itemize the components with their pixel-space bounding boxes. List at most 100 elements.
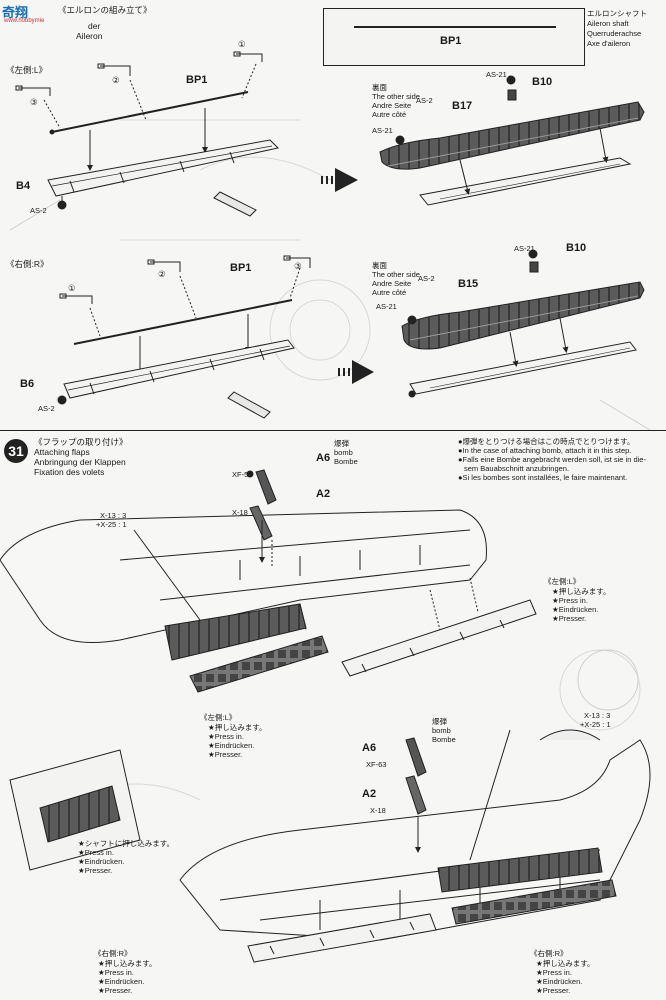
bomb-note-de1: ●Falls eine Bombe angebracht werden soll… [458, 455, 646, 464]
part-b10-lower: B10 [566, 242, 587, 254]
press-br-jp: ★押し込みます。 [536, 959, 595, 968]
shaft-fr: Axe d'aileron [587, 39, 631, 48]
aileron-right-assembly [57, 255, 311, 419]
press-bl-fr: ★Presser. [98, 986, 133, 995]
aileron-lower-b15 [401, 249, 645, 398]
press-rt-de: ★Eindrücken. [552, 605, 599, 614]
other-side-fr-2: Autre côté [372, 288, 407, 297]
part-b4: B4 [16, 180, 31, 192]
part-a2-upper: A2 [316, 488, 331, 500]
other-side-fr: Autre côté [372, 110, 407, 119]
shaft-jp: エルロンシャフト [587, 9, 647, 18]
part-bp1-right: BP1 [230, 262, 252, 274]
bomb-note-fr: ●Si les bombes sont installées, le faire… [458, 473, 628, 482]
press-rt-fr: ★Presser. [552, 614, 587, 623]
paint-x18-upper: X-18 [232, 508, 248, 517]
press-lm-side: 《左側:L》 [200, 713, 237, 722]
shaft-part-bp1: BP1 [440, 35, 462, 47]
pin-1-right: ① [68, 283, 76, 293]
screw-as21-lr2: AS-21 [514, 244, 535, 253]
paint-mix-lower-2: +X-25 : 1 [580, 720, 611, 729]
press-lm-jp: ★押し込みます。 [208, 723, 267, 732]
press-br-en: ★Press in. [536, 968, 572, 977]
press-shaft-de: ★Eindrücken. [78, 857, 125, 866]
paint-mix-upper-1: X-13 : 3 [100, 511, 127, 520]
press-rt-side: 《左側:L》 [544, 577, 581, 586]
step-divider [0, 430, 666, 431]
section-title-de: der [88, 21, 101, 31]
bomb-note-en: ●In the case of attaching bomb, attach i… [458, 446, 632, 455]
paint-mix-lower-1: X-13 : 3 [584, 711, 611, 720]
press-br-fr: ★Presser. [536, 986, 571, 995]
step31-title-fr: Fixation des volets [34, 467, 105, 477]
part-b17: B17 [452, 100, 473, 112]
press-lm-en: ★Press in. [208, 732, 244, 741]
screw-as2-lr: AS-2 [418, 274, 435, 283]
step31-title-en: Attaching flaps [34, 447, 90, 457]
wing-upper [0, 469, 537, 693]
part-b15: B15 [458, 278, 479, 290]
other-side-jp: 裏面 [372, 83, 387, 92]
section-title-en: Aileron [76, 31, 103, 41]
bomb2-label-en: bomb [432, 726, 451, 735]
press-lm-de: ★Eindrücken. [208, 741, 255, 750]
inset-shaft [9, 749, 141, 871]
press-rt-en: ★Press in. [552, 596, 588, 605]
press-shaft-fr: ★Presser. [78, 866, 113, 875]
press-bl-jp: ★押し込みます。 [98, 959, 157, 968]
other-side-en: The other side [372, 92, 420, 101]
screw-as2-left: AS-2 [30, 206, 47, 215]
screw-as21-ur2: AS-21 [486, 70, 507, 79]
press-rt-jp: ★押し込みます。 [552, 587, 611, 596]
logo-url: www.hobbymie [4, 18, 45, 24]
bomb-label-en: bomb [334, 448, 353, 457]
other-side-de-2: Andre Seite [372, 279, 412, 288]
screw-as2-ll: AS-2 [38, 404, 55, 413]
other-side-jp-2: 裏面 [372, 261, 387, 270]
paint-x18-lower: X-18 [370, 806, 386, 815]
shaft-de: Querruderachse [587, 29, 642, 38]
paint-xf53: XF-53 [232, 470, 253, 479]
press-br-side: 《右側:R》 [530, 949, 568, 958]
press-lm-fr: ★Presser. [208, 750, 243, 759]
arrow-right-lower [338, 360, 374, 384]
bomb2-label-de: Bombe [432, 735, 456, 744]
press-shaft-en: ★Press in. [78, 848, 114, 857]
bomb2-label-jp: 爆弾 [432, 717, 447, 726]
bomb-label-de: Bombe [334, 457, 358, 466]
bomb-label-jp: 爆弾 [334, 439, 349, 448]
wing-lower [179, 729, 651, 963]
bomb-note-de2: sem Bauabschnitt anzubringen. [464, 464, 570, 473]
screw-as21-ur1: AS-21 [372, 126, 393, 135]
press-bl-de: ★Eindrücken. [98, 977, 145, 986]
part-bp1-left: BP1 [186, 74, 208, 86]
press-bl-side: 《右側:R》 [94, 949, 132, 958]
other-side-de: Andre Seite [372, 101, 412, 110]
press-br-de: ★Eindrücken. [536, 977, 583, 986]
section-title-jp: 《エルロンの組み立て》 [58, 5, 152, 15]
side-right-label: 《右側:R》 [6, 259, 49, 269]
part-b10-upper: B10 [532, 76, 553, 88]
side-left-label: 《左側:L》 [6, 65, 48, 75]
part-b6: B6 [20, 378, 35, 390]
part-a6-lower: A6 [362, 742, 377, 754]
pin-2-left: ② [112, 75, 120, 85]
shaft-en: Aileron shaft [587, 19, 629, 28]
step31-title-de: Anbringung der Klappen [34, 457, 126, 467]
aileron-upper-b17 [379, 75, 645, 206]
pin-3-right: ③ [294, 261, 302, 271]
logo: 奇翔 [2, 5, 29, 20]
paint-mix-upper-2: +X-25 : 1 [96, 520, 127, 529]
paint-xf63: XF-63 [366, 760, 387, 769]
pin-2-right: ② [158, 269, 166, 279]
step31-title-jp: 《フラップの取り付け》 [34, 437, 128, 447]
part-a2-lower: A2 [362, 788, 377, 800]
pin-1-left: ① [238, 39, 246, 49]
other-side-en-2: The other side [372, 270, 420, 279]
arrow-right-upper [321, 168, 358, 192]
screw-as2-ur: AS-2 [416, 96, 433, 105]
part-a6-upper: A6 [316, 452, 331, 464]
screw-as21-lr1: AS-21 [376, 302, 397, 311]
aileron-left-assembly [15, 51, 280, 217]
